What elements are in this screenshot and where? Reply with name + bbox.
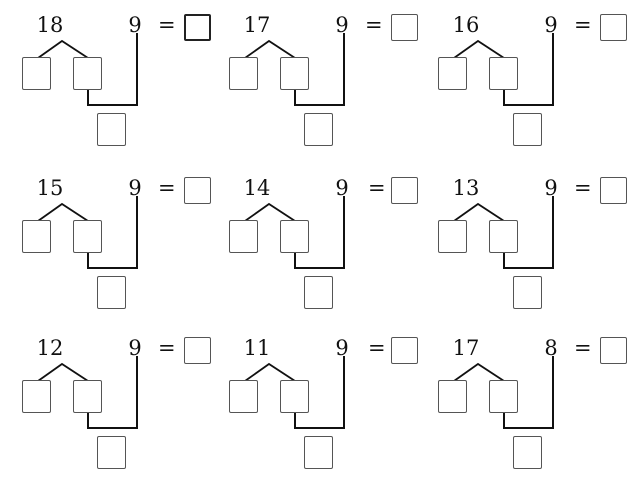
split-box-left[interactable] [22, 57, 51, 90]
subtrahend: 9 [335, 176, 349, 200]
minuend: 13 [452, 176, 480, 200]
equals-sign: = [574, 336, 592, 360]
split-box-left[interactable] [229, 220, 258, 253]
split-box-right[interactable] [489, 380, 518, 413]
minuend: 18 [36, 13, 64, 37]
minuend: 16 [452, 13, 480, 37]
equals-sign: = [365, 13, 383, 37]
problem-6: 13 9 = [416, 163, 627, 313]
decomposition-lines [244, 33, 345, 106]
problem-3: 16 9 = [416, 0, 627, 150]
split-box-right[interactable] [73, 57, 102, 90]
split-box-right[interactable] [73, 380, 102, 413]
result-box[interactable] [97, 436, 126, 469]
decomposition-lines [37, 196, 138, 269]
split-box-left[interactable] [229, 380, 258, 413]
answer-box[interactable] [600, 14, 627, 41]
problem-8: 11 9 = [207, 323, 418, 473]
split-box-left[interactable] [438, 220, 467, 253]
result-box[interactable] [97, 113, 126, 146]
subtrahend: 9 [128, 176, 142, 200]
problem-5: 14 9 = [207, 163, 418, 313]
decomposition-lines [37, 356, 138, 429]
subtrahend: 9 [544, 176, 558, 200]
problem-7: 12 9 = [0, 323, 211, 473]
problem-9: 17 8 = [416, 323, 627, 473]
problem-4: 15 9 = [0, 163, 211, 313]
answer-box[interactable] [600, 337, 627, 364]
split-box-left[interactable] [438, 57, 467, 90]
equals-sign: = [368, 336, 386, 360]
answer-box[interactable] [184, 177, 211, 204]
split-box-right[interactable] [73, 220, 102, 253]
answer-box[interactable] [184, 337, 211, 364]
equals-sign: = [158, 13, 176, 37]
subtrahend: 8 [544, 336, 558, 360]
split-box-left[interactable] [22, 380, 51, 413]
split-box-right[interactable] [280, 220, 309, 253]
equals-sign: = [158, 336, 176, 360]
decomposition-lines [37, 33, 138, 106]
split-box-left[interactable] [22, 220, 51, 253]
split-box-right[interactable] [280, 380, 309, 413]
minuend: 14 [243, 176, 271, 200]
equals-sign: = [574, 13, 592, 37]
equals-sign: = [574, 176, 592, 200]
subtrahend: 9 [544, 13, 558, 37]
decomposition-lines [453, 196, 554, 269]
decomposition-lines [453, 33, 554, 106]
problem-2: 17 9 = [207, 0, 418, 150]
split-box-left[interactable] [438, 380, 467, 413]
answer-box[interactable] [600, 177, 627, 204]
minuend: 17 [243, 13, 271, 37]
result-box[interactable] [304, 113, 333, 146]
answer-box[interactable] [391, 337, 418, 364]
split-box-right[interactable] [280, 57, 309, 90]
minuend: 17 [452, 336, 480, 360]
split-box-left[interactable] [229, 57, 258, 90]
minuend: 15 [36, 176, 64, 200]
decomposition-lines [453, 356, 554, 429]
minuend: 12 [36, 336, 64, 360]
subtrahend: 9 [335, 13, 349, 37]
decomposition-lines [244, 196, 345, 269]
answer-box[interactable] [184, 14, 211, 41]
result-box[interactable] [304, 436, 333, 469]
subtrahend: 9 [128, 336, 142, 360]
decomposition-lines [244, 356, 345, 429]
result-box[interactable] [513, 276, 542, 309]
equals-sign: = [368, 176, 386, 200]
result-box[interactable] [513, 113, 542, 146]
answer-box[interactable] [391, 177, 418, 204]
subtrahend: 9 [335, 336, 349, 360]
result-box[interactable] [304, 276, 333, 309]
answer-box[interactable] [391, 14, 418, 41]
result-box[interactable] [513, 436, 542, 469]
equals-sign: = [158, 176, 176, 200]
subtrahend: 9 [128, 13, 142, 37]
split-box-right[interactable] [489, 220, 518, 253]
result-box[interactable] [97, 276, 126, 309]
problem-1: 18 9 = [0, 0, 211, 150]
minuend: 11 [243, 336, 271, 360]
split-box-right[interactable] [489, 57, 518, 90]
